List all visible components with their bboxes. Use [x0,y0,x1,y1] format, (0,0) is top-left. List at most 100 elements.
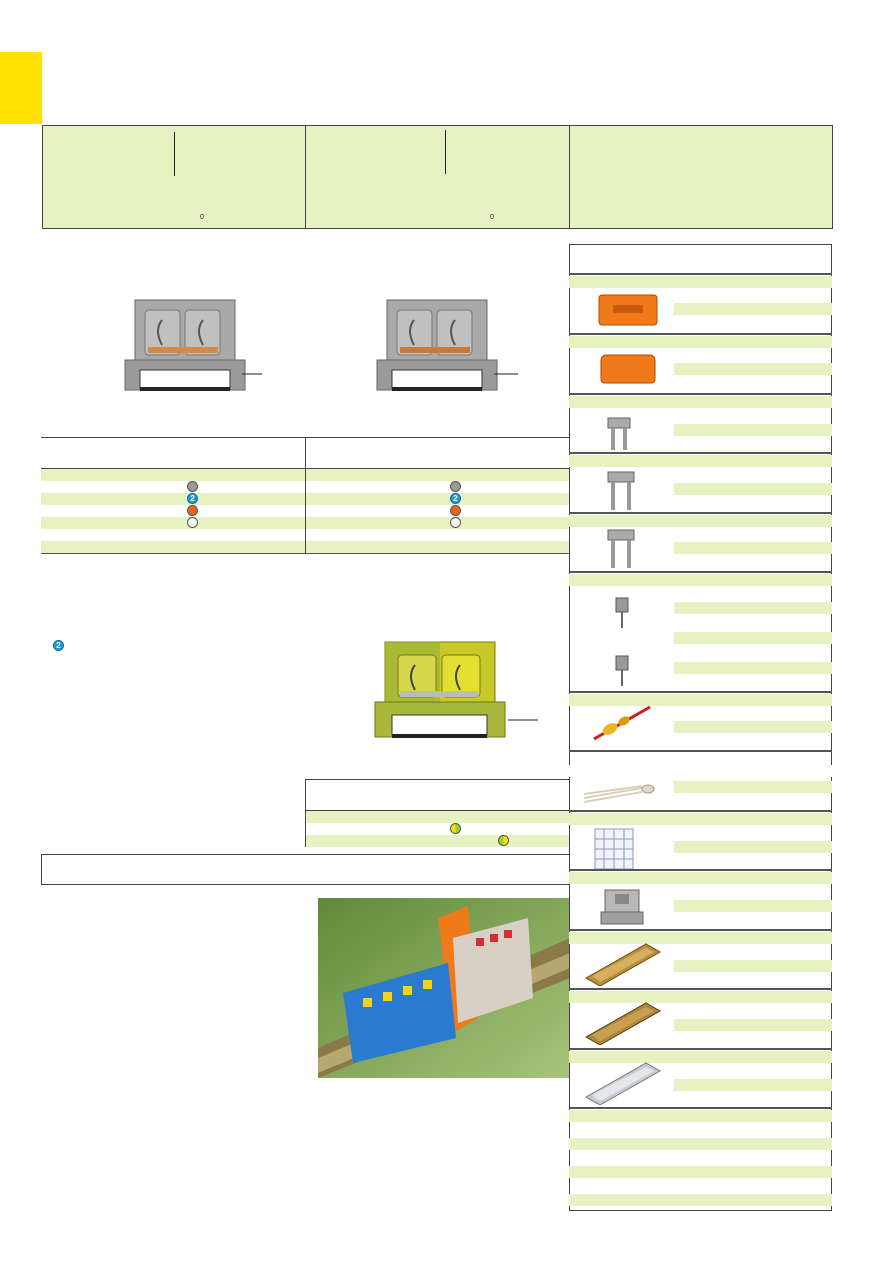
table-bottom-rule [41,553,305,554]
table-bottom-rule [306,553,570,554]
cable-tie-icon [582,776,666,806]
table-row [41,541,305,553]
terminal-block-gray-image-2 [372,295,522,400]
table-row [41,529,305,541]
table-row: 2 [41,493,305,505]
section-separator [569,988,832,990]
section-tab [0,52,42,124]
section-stripe [569,455,832,467]
accessory-row [674,781,832,793]
accessory-row [674,602,832,614]
accessory-row [674,542,832,554]
section-separator [569,571,832,573]
end-stop-icon [599,884,645,926]
din-rail-aluminum-icon [584,1061,662,1105]
section-stripe [569,765,832,777]
section-separator [569,333,832,335]
table-row [306,541,570,553]
table-row [41,481,305,493]
accessory-row [674,960,832,972]
orange-color-dot [450,505,461,516]
table-row [306,811,570,823]
section-separator [569,273,832,275]
section-separator [569,393,832,395]
accessory-row [674,303,832,315]
header-mark: 0 [490,214,494,221]
note-badge-icon: 2 [53,640,64,651]
separator-plate-icon [597,353,659,385]
header-mark: 0 [200,214,204,221]
section-separator [569,810,832,812]
accessory-row [674,721,832,733]
accessory-row [674,1079,832,1091]
section-stripe [569,336,832,348]
blue-color-dot: 2 [187,493,198,504]
variants-table-left: 2 [41,437,305,554]
table-row [306,529,570,541]
footer-row [569,1194,832,1206]
accessory-row [674,483,832,495]
table-header [306,780,570,811]
accessory-row [674,363,832,375]
table-row [306,469,570,481]
terminal-assembly-photo [318,898,570,1078]
section-stripe [569,396,832,408]
section-separator [569,869,832,871]
table-row [41,469,305,481]
earth-terminal-table [305,779,570,847]
jumper-large-icon [604,528,638,570]
green-yellow-color-dot [498,835,509,846]
section-separator [569,750,832,752]
din-rail-perforated-icon [584,942,662,986]
section-stripe [569,932,832,944]
test-plug-icon-2 [612,654,632,688]
note-box [41,854,570,885]
table-row [41,517,305,529]
section-separator [569,512,832,514]
header-divider [174,132,175,176]
section-stripe [569,813,832,825]
header-divider [445,130,446,174]
terminal-block-earth-image [370,637,545,747]
footer-row [569,1110,832,1122]
section-stripe [569,991,832,1003]
green-yellow-color-dot [450,823,461,834]
variants-table-right: 2 [305,437,570,554]
header-box-3 [569,125,833,229]
section-stripe [569,872,832,884]
accessory-row [674,841,832,853]
test-plug-icon [612,596,632,630]
accessory-row [674,900,832,912]
table-header [306,438,570,469]
din-rail-steel-icon [584,1001,662,1045]
table-row [306,835,570,847]
terminal-block-gray-image [120,295,270,400]
table-row [306,505,570,517]
footer-row [569,1166,832,1178]
accessory-row [674,424,832,436]
section-stripe [569,276,832,288]
table-row [306,517,570,529]
white-color-dot [187,517,198,528]
jumper-medium-icon [604,470,638,512]
jumper-small-icon [604,416,634,452]
white-color-dot [450,517,461,528]
accessory-row [674,632,832,644]
section-separator [569,691,832,693]
footer-row [569,1138,832,1150]
section-separator [569,452,832,454]
test-plug-cable-icon [590,703,656,743]
section-separator [569,1048,832,1050]
end-plate-icon [597,293,659,327]
gray-color-dot [187,481,198,492]
section-stripe [569,515,832,527]
gray-color-dot [450,481,461,492]
section-separator [569,929,832,931]
accessory-row [674,1019,832,1031]
header-box-2: 0 [305,125,570,229]
table-row [41,505,305,517]
orange-color-dot [187,505,198,516]
table-row: 2 [306,493,570,505]
section-stripe [569,1051,832,1063]
blue-color-dot: 2 [450,493,461,504]
